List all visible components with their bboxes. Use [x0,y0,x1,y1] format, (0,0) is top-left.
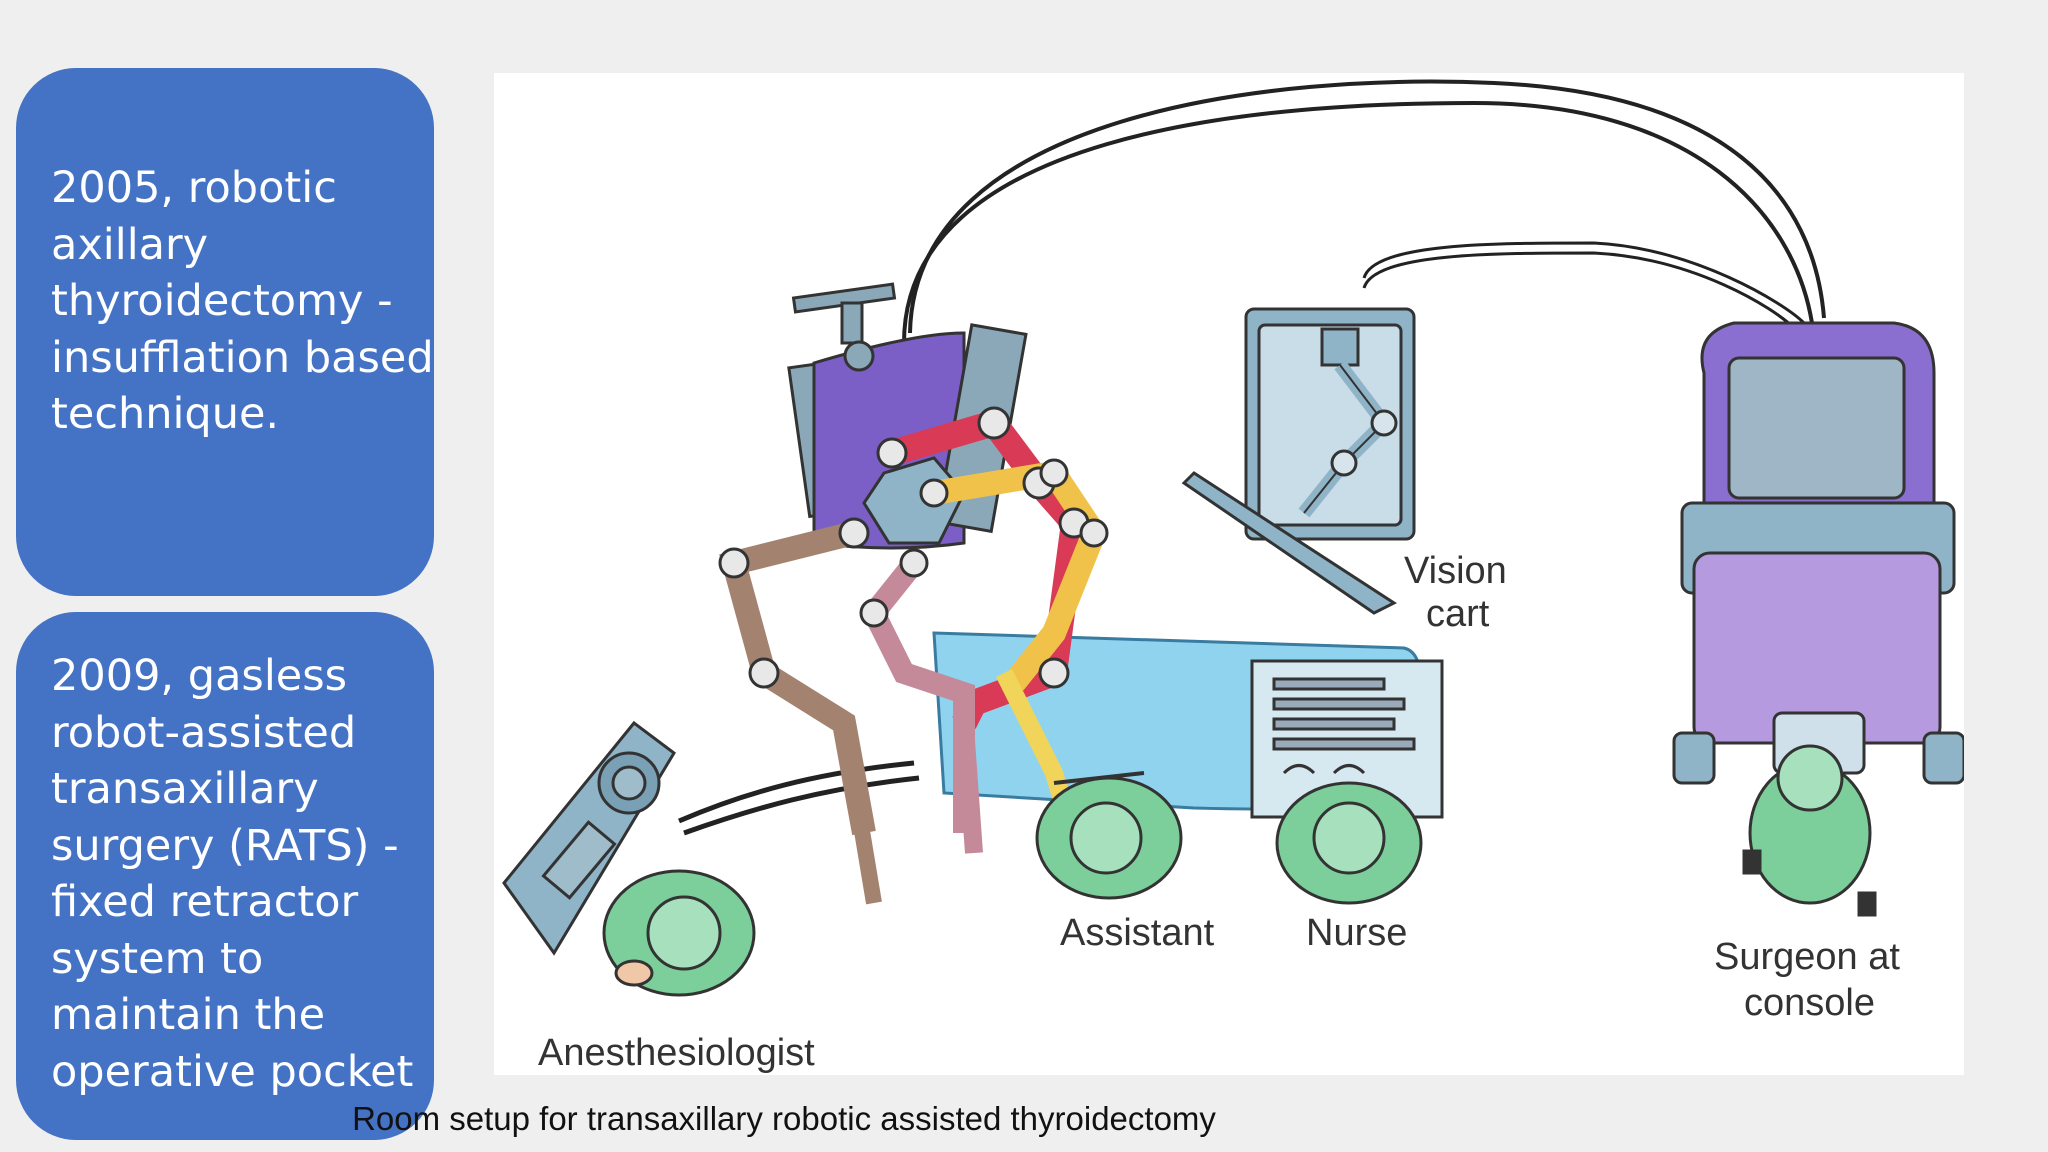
room-setup-illustration: Vision cart Assistant Nurse Surgeon at c… [494,73,1964,1075]
room-setup-diagram: Vision cart Assistant Nurse Surgeon at c… [502,79,1964,1074]
label-nurse: Nurse [1306,912,1407,954]
info-card-2009: 2009, gasless robot-assisted transaxilla… [16,612,434,1140]
assistant-figure [1035,771,1183,900]
label-assistant: Assistant [1060,912,1215,954]
label-anesthesiologist: Anesthesiologist [538,1032,815,1074]
staff-figures [602,744,1877,997]
vision-cart [1181,307,1416,615]
anesthesia-machine [502,720,676,956]
figure-caption: Room setup for transaxillary robotic ass… [352,1100,1216,1137]
info-card-2005: 2005, robotic axillary thyroidectomy - i… [16,68,434,596]
surgeon-figure [1742,744,1877,917]
label-surgeon-line1: Surgeon at [1714,936,1900,978]
info-card-2005-text: 2005, robotic axillary thyroidectomy - i… [51,163,434,439]
label-vision-cart-line2: cart [1426,593,1490,635]
console-cables [678,79,1826,836]
label-vision-cart-line1: Vision [1404,550,1507,592]
nurse-figure [1275,781,1423,905]
label-surgeon-line2: console [1744,982,1875,1024]
anesthesiologist-figure [602,869,756,997]
surgeon-console [1672,321,1964,785]
info-card-2009-text: 2009, gasless robot-assisted transaxilla… [51,651,414,1097]
